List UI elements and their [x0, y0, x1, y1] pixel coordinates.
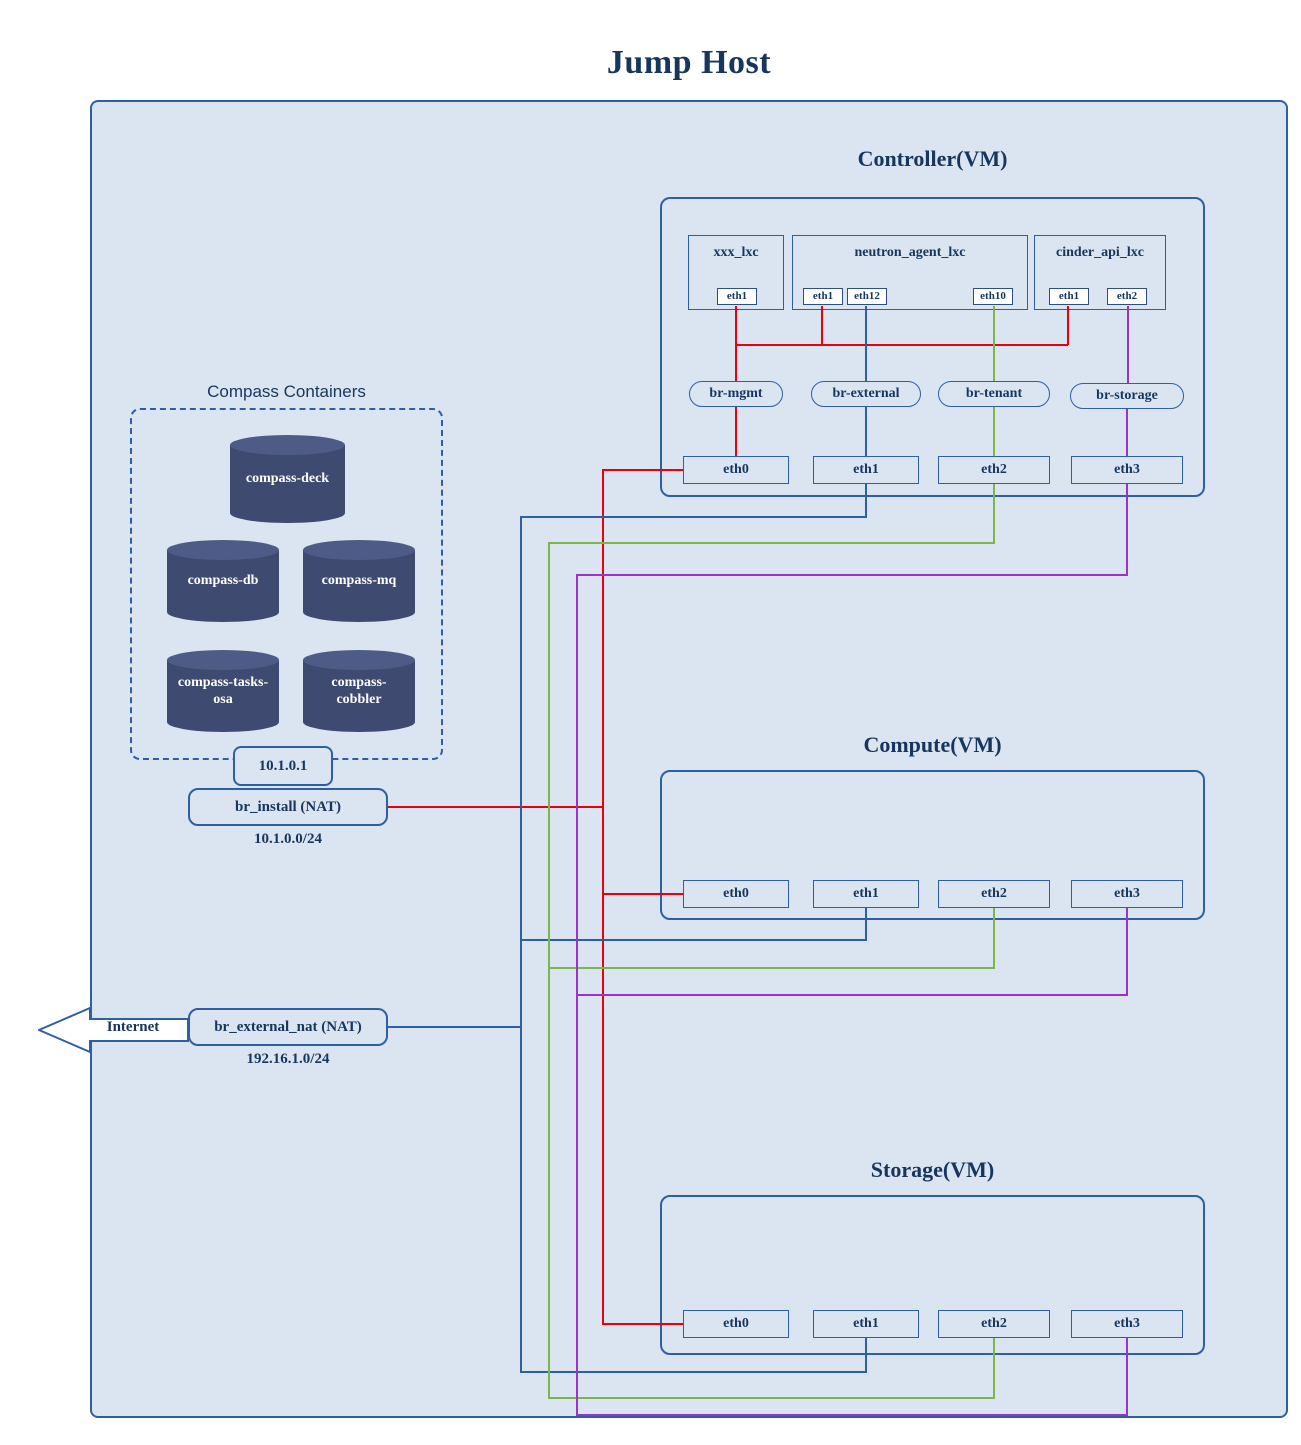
storage-vm-label: Storage(VM) [870, 1157, 995, 1182]
storage-eth3: eth3 [1071, 1310, 1183, 1338]
cylinder-shape [303, 540, 415, 560]
cylinder-shape [230, 435, 345, 455]
lxc-xxx-name: xxx_lxc [713, 245, 759, 260]
lxc-xxx: xxx_lxc eth1 [688, 235, 784, 310]
controller-eth0: eth0 [683, 456, 789, 484]
compass-cobbler-cylinder: compass-cobbler [303, 650, 415, 732]
lxc-cinder-api-name: cinder_api_lxc [1056, 245, 1144, 260]
storage-eth0: eth0 [683, 1310, 789, 1338]
compute-eth3: eth3 [1071, 880, 1183, 908]
cylinder-shape [167, 550, 279, 612]
compass-deck-label: compass-deck [245, 471, 330, 487]
lxc-xxx-port-eth1: eth1 [717, 288, 757, 305]
cylinder-shape [230, 445, 345, 513]
controller-vm-label: Controller(VM) [857, 146, 1008, 171]
lxc-neutron-port-eth1: eth1 [803, 288, 843, 305]
lxc-cinder-api: cinder_api_lxc eth1 eth2 [1034, 235, 1166, 310]
internet-label: Internet [106, 1019, 160, 1035]
compass-mq-label: compass-mq [321, 573, 397, 589]
storage-eth1: eth1 [813, 1310, 919, 1338]
br-install-box: br_install (NAT) [188, 788, 388, 826]
cylinder-shape [303, 660, 415, 722]
cylinder-shape [167, 650, 279, 670]
compute-vm-label: Compute(VM) [863, 732, 1002, 757]
br-external-nat-box: br_external_nat (NAT) [188, 1008, 388, 1046]
compass-containers-label: Compass Containers [207, 382, 366, 401]
compass-deck-cylinder: compass-deck [230, 435, 345, 523]
controller-eth1: eth1 [813, 456, 919, 484]
cylinder-shape [167, 660, 279, 722]
lxc-cinder-port-eth2: eth2 [1107, 288, 1147, 305]
br-external-nat-subnet: 192.16.1.0/24 [246, 1051, 330, 1067]
compass-db-cylinder: compass-db [167, 540, 279, 622]
bridge-br-tenant: br-tenant [938, 381, 1050, 407]
controller-eth2: eth2 [938, 456, 1050, 484]
br-install-ip-box: 10.1.0.1 [233, 746, 333, 786]
compute-eth2: eth2 [938, 880, 1050, 908]
lxc-neutron-port-eth10: eth10 [973, 288, 1013, 305]
bridge-br-external: br-external [811, 381, 921, 407]
bridge-br-storage: br-storage [1070, 383, 1184, 409]
compute-eth0: eth0 [683, 880, 789, 908]
lxc-cinder-port-eth1: eth1 [1049, 288, 1089, 305]
compass-mq-cylinder: compass-mq [303, 540, 415, 622]
compass-tasks-osa-cylinder: compass-tasks-osa [167, 650, 279, 732]
lxc-neutron-port-eth12: eth12 [847, 288, 887, 305]
page-title: Jump Host [606, 44, 772, 81]
cylinder-shape [303, 650, 415, 670]
compass-tasks-osa-label: compass-tasks-osa [177, 674, 269, 708]
cylinder-shape [303, 550, 415, 612]
lxc-neutron-agent: neutron_agent_lxc eth1 eth12 eth10 [792, 235, 1028, 310]
compass-cobbler-label: compass-cobbler [331, 674, 387, 708]
cylinder-shape [167, 540, 279, 560]
lxc-neutron-agent-name: neutron_agent_lxc [854, 245, 966, 260]
controller-eth3: eth3 [1071, 456, 1183, 484]
br-install-subnet: 10.1.0.0/24 [254, 831, 322, 847]
compass-db-label: compass-db [187, 573, 259, 589]
bridge-br-mgmt: br-mgmt [689, 381, 783, 407]
storage-eth2: eth2 [938, 1310, 1050, 1338]
compute-eth1: eth1 [813, 880, 919, 908]
